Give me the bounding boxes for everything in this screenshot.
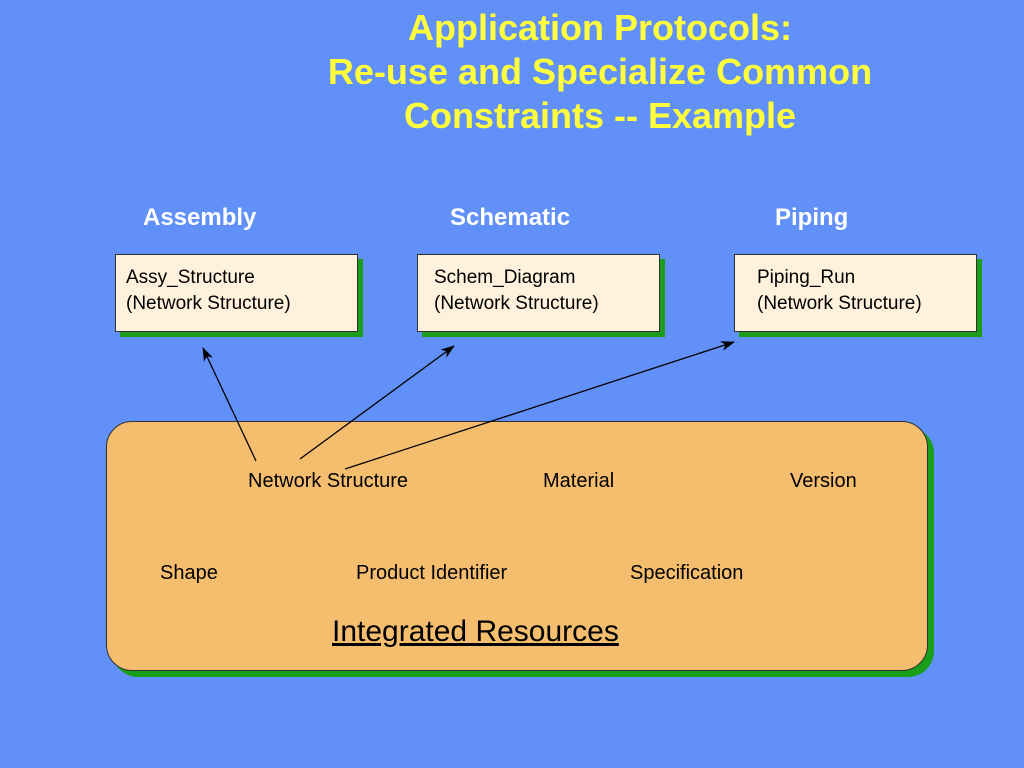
- resource-network-structure: Network Structure: [248, 470, 409, 492]
- ap-box-name: Piping_Run: [757, 267, 856, 288]
- column-heading-assembly: Assembly: [143, 204, 257, 231]
- ap-box-name: Schem_Diagram: [434, 267, 576, 288]
- ap-box-type: (Network Structure): [757, 293, 922, 314]
- resource-material: Material: [543, 470, 615, 492]
- title-line-3: Constraints -- Example: [403, 95, 797, 136]
- resource-product-identifier: Product Identifier: [356, 562, 508, 584]
- column-heading-piping: Piping: [775, 204, 849, 231]
- resource-specification: Specification: [630, 562, 744, 584]
- resource-shape: Shape: [160, 562, 218, 584]
- ap-box-piping: Piping_Run (Network Structure): [734, 254, 977, 332]
- ap-box-schematic: Schem_Diagram (Network Structure): [417, 254, 660, 332]
- column-heading-schematic: Schematic: [450, 204, 571, 231]
- ap-box-type: (Network Structure): [126, 293, 291, 314]
- ap-box-type: (Network Structure): [434, 293, 599, 314]
- ap-box-name: Assy_Structure: [126, 267, 255, 288]
- ap-box-assembly: Assy_Structure (Network Structure): [115, 254, 358, 332]
- resource-version: Version: [790, 470, 857, 492]
- integrated-resources-title: Integrated Resources: [332, 615, 619, 648]
- title-line-1: Application Protocols:: [407, 7, 792, 48]
- slide-title: Application Protocols: Re-use and Specia…: [200, 6, 1000, 138]
- title-line-2: Re-use and Specialize Common: [327, 51, 873, 92]
